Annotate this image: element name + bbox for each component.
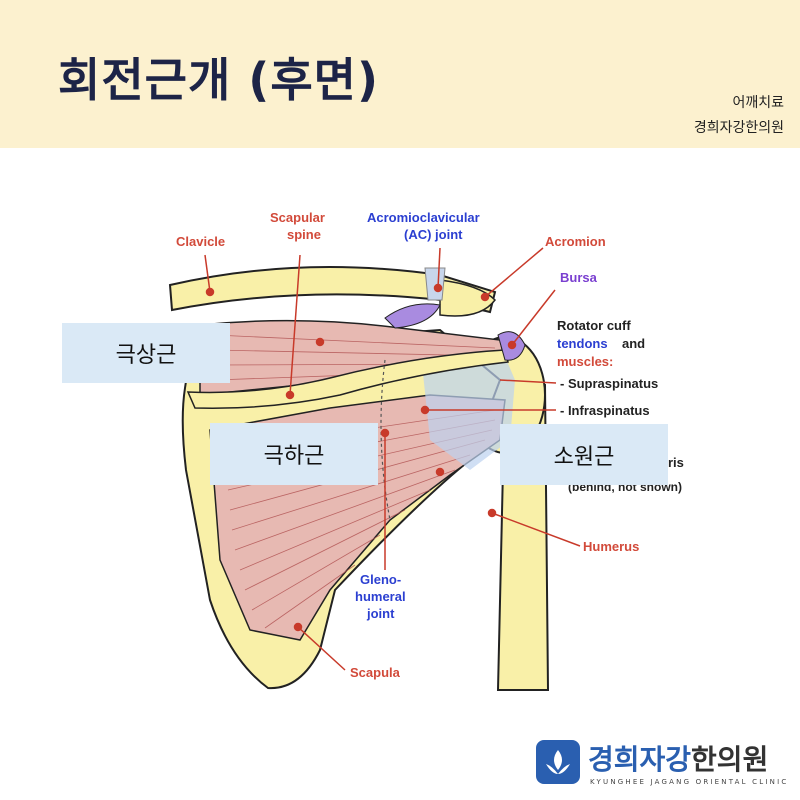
label-scapular-spine-line2: spine <box>287 227 321 242</box>
label-acromion: Acromion <box>545 234 606 249</box>
label-teres-fragment: ris <box>668 455 684 470</box>
leader-lines <box>204 247 581 671</box>
label-rotator-cuff-and: and <box>622 336 645 351</box>
label-rotator-cuff-tendons: tendons <box>557 336 608 351</box>
label-humerus: Humerus <box>583 539 639 554</box>
scapular-spine <box>186 349 509 409</box>
glenohumeral-joint-line <box>380 359 391 521</box>
label-glenohumeral-line3: joint <box>366 606 395 621</box>
header-subtitle-treatment: 어깨치료 <box>732 95 784 111</box>
label-bursa: Bursa <box>560 270 598 285</box>
label-scapular-spine-line1: Scapular <box>270 210 325 225</box>
label-ac-joint-line2: (AC) joint <box>404 227 463 242</box>
label-glenohumeral-line1: Gleno- <box>360 572 401 587</box>
header-band: 회전근개 (후면) 어깨치료 경희자강한의원 <box>0 0 800 148</box>
label-clavicle: Clavicle <box>176 234 225 249</box>
rotator-cuff-tendon <box>420 345 515 470</box>
overlay-supraspinatus-kr: 극상근 <box>62 323 230 383</box>
label-rotator-cuff-line1: Rotator cuff <box>557 318 631 333</box>
header-subtitle-clinic: 경희자강한의원 <box>693 120 784 136</box>
label-supraspinatus: - Supraspinatus <box>560 376 658 391</box>
label-ac-joint-line1: Acromioclavicular <box>367 210 480 225</box>
clinic-logo: 경희자강한의원 KYUNGHEE JAGANG ORIENTAL CLINIC <box>536 738 786 792</box>
acromion-bone <box>439 279 496 317</box>
page-title: 회전근개 (후면) <box>58 53 379 107</box>
label-rotator-cuff-muscles: muscles: <box>557 354 613 369</box>
clavicle-bone <box>168 266 497 314</box>
ac-joint-capsule <box>424 267 446 301</box>
shoulder-diagram: Clavicle Scapular spine Acromioclavicula… <box>168 210 684 691</box>
clinic-logo-mark <box>536 740 580 784</box>
bursa-shape <box>384 303 441 329</box>
overlay-infraspinatus-kr: 극하근 <box>210 423 378 485</box>
label-infraspinatus: - Infraspinatus <box>560 403 650 418</box>
label-glenohumeral-line2: humeral <box>355 589 406 604</box>
label-scapula: Scapula <box>350 665 401 680</box>
clinic-logo-english: KYUNGHEE JAGANG ORIENTAL CLINIC <box>590 778 789 786</box>
clinic-logo-text: 경희자강한의원 <box>588 743 769 776</box>
overlay-teres-minor-kr: 소원근 <box>500 424 668 485</box>
